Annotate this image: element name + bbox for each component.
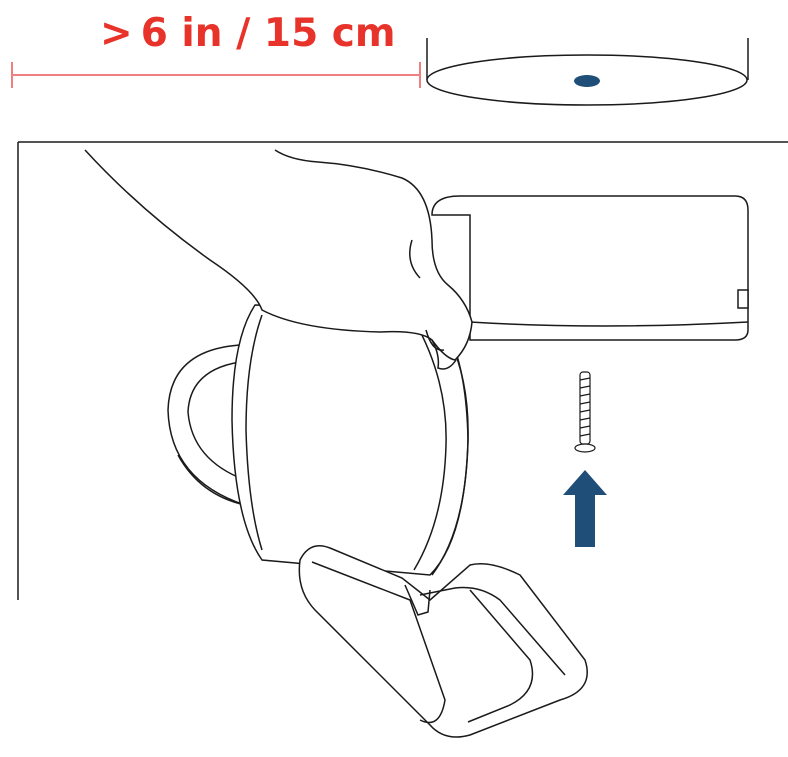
clearance-symbol: > [100, 10, 133, 56]
measurement-line [11, 62, 421, 88]
hand-icon [84, 149, 473, 370]
mount-plate-icon [431, 195, 749, 341]
camera-icon [167, 304, 588, 738]
mount-plate-top-icon [426, 38, 749, 106]
clearance-label: > 6 in / 15 cm [100, 8, 396, 58]
clearance-text: 6 in / 15 cm [140, 10, 396, 56]
ceiling-wall [17, 141, 788, 600]
screw-icon [574, 371, 596, 453]
screw-hole-icon [574, 75, 600, 87]
arrow-up-icon [563, 470, 607, 547]
